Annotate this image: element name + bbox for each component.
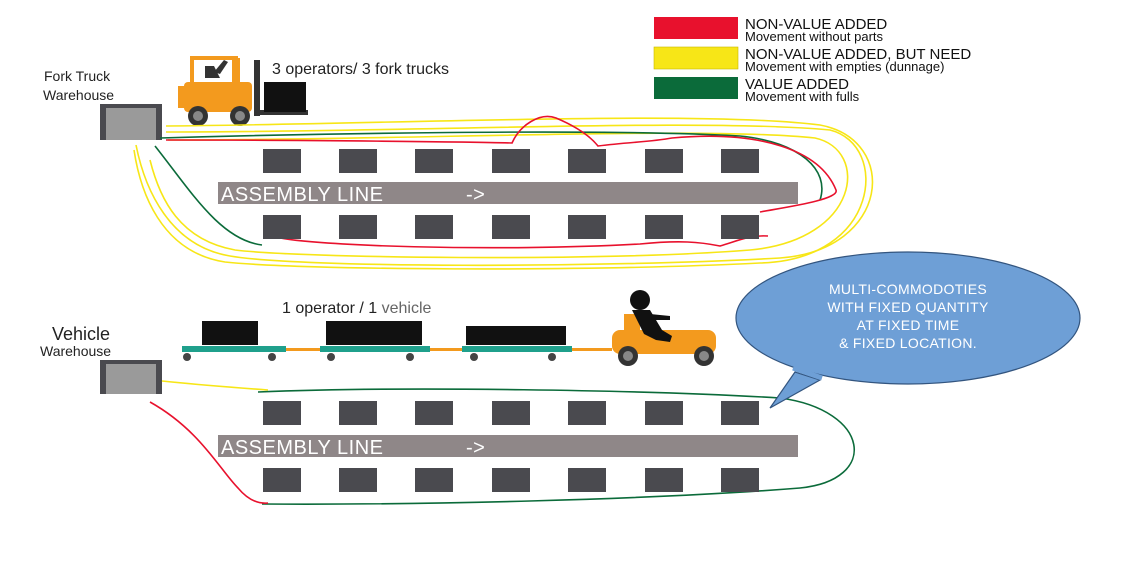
station — [492, 149, 530, 173]
callout-line-1: MULTI-COMMODOTIES — [829, 281, 987, 297]
red-route-bottom — [271, 235, 769, 249]
top-scenario: Fork Truck Warehouse 3 operators/ 3 fork… — [43, 56, 874, 270]
station — [339, 215, 377, 239]
callout-bubble: MULTI-COMMODOTIES WITH FIXED QUANTITY AT… — [735, 251, 1081, 409]
legend-title-3: VALUE ADDED — [745, 76, 849, 93]
warehouse-door-icon — [100, 104, 162, 140]
top-stations-lower — [263, 215, 759, 239]
station — [415, 215, 453, 239]
forklift-icon — [178, 56, 308, 126]
assembly-line-bar-top — [218, 182, 798, 204]
station — [415, 401, 453, 425]
station — [492, 215, 530, 239]
bottom-scenario: Vehicle Warehouse 1 operator / 1 vehicle — [40, 290, 855, 505]
legend-swatch-red — [654, 17, 738, 39]
green-route — [159, 131, 823, 201]
yellow-route-bottom — [161, 380, 269, 391]
bottom-stations-upper — [263, 401, 759, 425]
legend-swatch-green — [654, 77, 738, 99]
red-route-top — [165, 115, 837, 213]
station — [721, 215, 759, 239]
tugger-train-icon — [182, 290, 716, 366]
legend: NON-VALUE ADDED Movement without parts N… — [653, 16, 971, 104]
vehicle-operators-label-a: 1 operator / 1 — [282, 300, 382, 317]
assembly-line-label-top: ASSEMBLY LINE — [221, 184, 384, 206]
station — [645, 468, 683, 492]
station — [645, 401, 683, 425]
legend-sub-2: Movement with empties (dunnage) — [745, 59, 944, 74]
warehouse-door-icon — [100, 360, 162, 394]
top-routes — [133, 115, 874, 270]
station — [721, 149, 759, 173]
top-stations-upper — [263, 149, 759, 173]
legend-sub-3: Movement with fulls — [745, 89, 860, 104]
green-loop-bottom — [257, 388, 855, 505]
legend-title-2: NON-VALUE ADDED, BUT NEED — [745, 46, 971, 63]
legend-sub-1: Movement without parts — [745, 29, 884, 44]
vehicle-operators-label-b: vehicle — [382, 300, 432, 317]
assembly-line-arrow-bottom: -> — [466, 437, 485, 459]
station — [415, 149, 453, 173]
station — [492, 468, 530, 492]
yellow-route-3 — [149, 132, 849, 259]
station — [645, 215, 683, 239]
vehicle-warehouse-label-1: Vehicle — [52, 324, 110, 344]
fork-truck-operators-label: 3 operators/ 3 fork trucks — [272, 61, 449, 78]
bottom-stations-lower — [263, 468, 759, 492]
station — [721, 468, 759, 492]
station — [263, 215, 301, 239]
green-route-2 — [154, 145, 263, 246]
assembly-line-bar-bottom — [218, 435, 798, 457]
station — [721, 401, 759, 425]
station — [339, 468, 377, 492]
station — [568, 468, 606, 492]
assembly-line-arrow-top: -> — [466, 184, 485, 206]
legend-swatch-yellow — [653, 46, 739, 70]
bottom-routes — [149, 380, 855, 505]
callout-line-4: & FIXED LOCATION. — [839, 335, 977, 351]
station — [339, 149, 377, 173]
legend-title-1: NON-VALUE ADDED — [745, 16, 887, 33]
station — [263, 149, 301, 173]
fork-truck-warehouse-label-1: Fork Truck — [44, 68, 111, 84]
station — [568, 401, 606, 425]
callout-line-2: WITH FIXED QUANTITY — [827, 299, 989, 315]
station — [568, 215, 606, 239]
station — [263, 401, 301, 425]
station — [492, 401, 530, 425]
station — [415, 468, 453, 492]
fork-truck-warehouse-label-2: Warehouse — [43, 87, 114, 103]
vehicle-operators-label: 1 operator / 1 vehicle — [282, 300, 432, 317]
station — [263, 468, 301, 492]
callout-line-3: AT FIXED TIME — [857, 317, 960, 333]
assembly-line-label-bottom: ASSEMBLY LINE — [221, 437, 384, 459]
station — [645, 149, 683, 173]
red-route-bottom-scenario — [149, 401, 269, 504]
vehicle-warehouse-label-2: Warehouse — [40, 343, 111, 359]
station — [568, 149, 606, 173]
station — [339, 401, 377, 425]
